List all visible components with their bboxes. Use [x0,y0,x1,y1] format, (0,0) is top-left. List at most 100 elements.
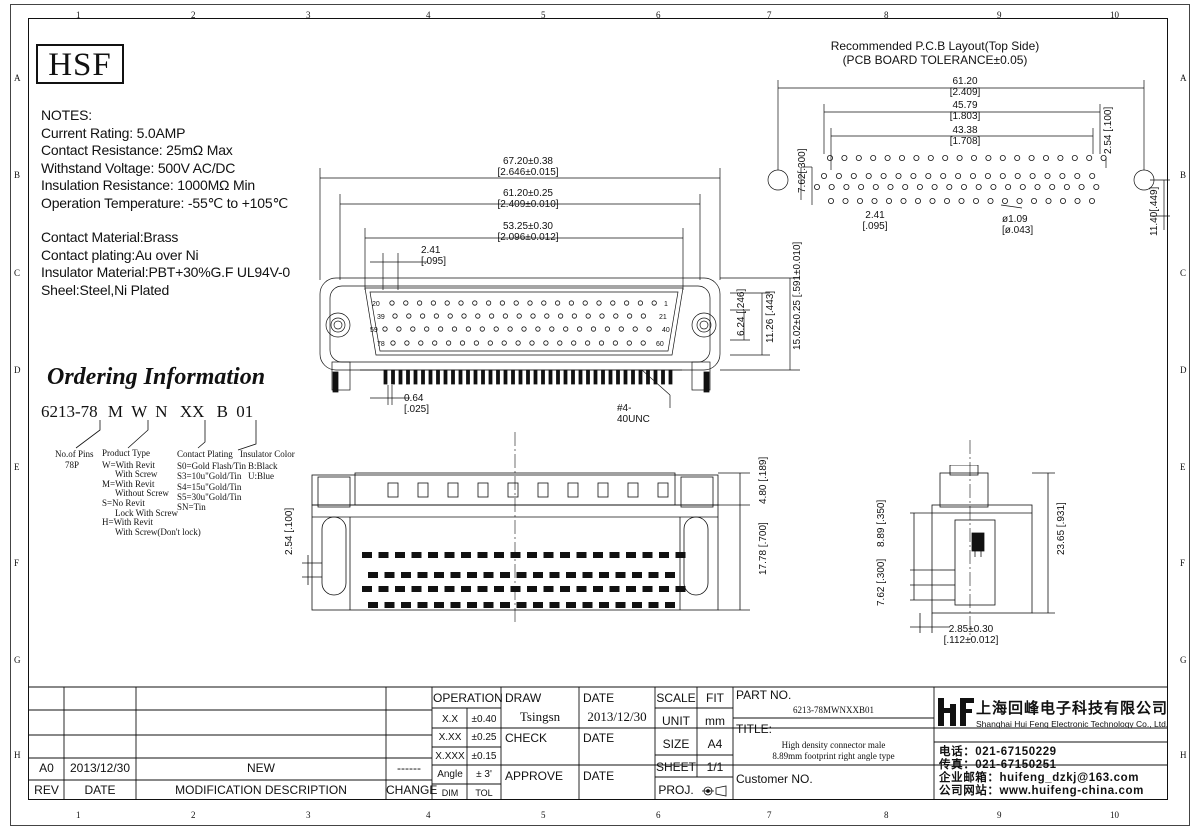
pcb-hole [1074,173,1081,180]
front-dim: 61.20±0.25 [503,188,553,199]
contact-pin [382,326,388,332]
pin-label: 1 [664,301,668,308]
zone-row-marker: A [1180,73,1187,83]
pcb-tail [548,369,553,385]
contact-pin [493,326,499,332]
contact-pin [623,300,630,306]
material-line: Insulator Material:PBT+30%G.F UL94V-0 [41,264,290,280]
pcb-hole [943,197,950,204]
contact-pin [475,313,481,319]
contact-tail [533,572,543,578]
pcb-tail [511,369,515,385]
front-view-drawing: 20 1 39 21 59 40 78 60 [319,168,800,408]
note-line: Current Rating: 5.0AMP [41,124,186,141]
contact-pin [563,326,569,332]
operation-label: OPERATION [433,691,503,705]
sheet-label: SHEET [655,760,696,774]
rev-change-value: ------ [397,761,421,775]
contact-tail [560,552,570,558]
product-type-option: S=No Revit [102,497,145,508]
contact-tail [510,552,521,558]
pins-col: No.of Pins 78P [55,449,94,471]
draw-date: 2013/12/30 [587,709,647,724]
contact-tail [500,572,510,578]
contact-tail [434,572,444,578]
pin-label: 59 [370,327,378,334]
tol-dim: Angle [437,769,463,780]
draw-label: DRAW [505,691,542,705]
contact-pin [637,300,643,306]
contact-fax: 传真：021-67150251 [939,759,1057,771]
tol-dim: X.X [441,714,459,725]
contact-tail [384,572,395,578]
pcb-hole [940,173,947,180]
pcb-tail [428,369,433,385]
contact-tail [362,586,372,592]
contact-pin [430,300,436,306]
contact-pin [472,300,478,306]
contact-pin [392,313,398,319]
front-dim: 2.41 [421,245,441,256]
contact-pin [502,313,508,319]
contact-pin [596,300,602,306]
contact-pin [390,340,396,346]
pcb-tail [443,369,448,385]
contact-tail [384,602,395,608]
zone-col-marker: 5 [541,10,546,20]
contact-tail [428,552,438,558]
pcb-hole [946,184,953,191]
plating-option: S3=10u"Gold/Tin [177,471,242,482]
contact-pin [473,340,479,346]
pcb-hole [1100,155,1107,162]
zone-row-marker: B [14,170,21,180]
contact-tail [665,572,675,578]
proj-label: PROJ. [658,783,694,797]
contact-pin [612,340,618,346]
pin-label: 78 [377,341,385,348]
zone-row-marker: F [1180,558,1186,568]
top-slot [627,482,639,498]
side-dim: [.112±0.012] [943,635,999,646]
contact-pin [626,313,633,319]
pcb-hole [835,173,842,180]
pcb-hole [972,197,979,204]
zone-col-marker: 3 [306,810,311,820]
top-slot [387,482,399,498]
pcb-tail [473,369,478,385]
contact-pin [432,340,438,346]
drawer-name: Tsingsn [519,709,561,724]
pcb-hole [985,155,992,162]
pcb-hole [843,184,850,191]
pcb-hole [872,184,879,191]
material-line: Sheel:Steel,Ni Plated [41,281,170,298]
size-value: A4 [707,737,723,751]
pcb-tail [458,369,463,385]
zone-col-marker: 5 [541,810,546,820]
contact-tail [500,602,510,608]
contact-pin [420,313,426,319]
contact-tail [411,552,422,558]
contact-pin [447,313,453,319]
contact-pin [515,340,521,346]
contact-tail [576,586,587,592]
contact-tail [516,572,527,578]
pcb-tail [421,369,425,385]
contact-tail [467,602,477,608]
zone-row-marker: B [1180,170,1187,180]
title-value: High density connector male 8.89mm footp… [733,740,934,762]
contact-pin [418,340,424,346]
contact-pin [516,313,522,319]
pcb-hole [900,197,907,204]
contact-pin [465,326,471,332]
contact-tail [428,586,438,592]
contact-tail [516,602,527,608]
zone-col-marker: 7 [767,10,772,20]
pcb-tail [503,369,508,385]
fit-label: FIT [706,691,724,705]
contact-tail [378,552,389,558]
contact-tail [582,572,593,578]
contact-pin [501,340,507,346]
code-n: N [155,402,168,421]
approve-date-label: DATE [583,769,615,783]
pins-label: No.of Pins [55,449,94,459]
